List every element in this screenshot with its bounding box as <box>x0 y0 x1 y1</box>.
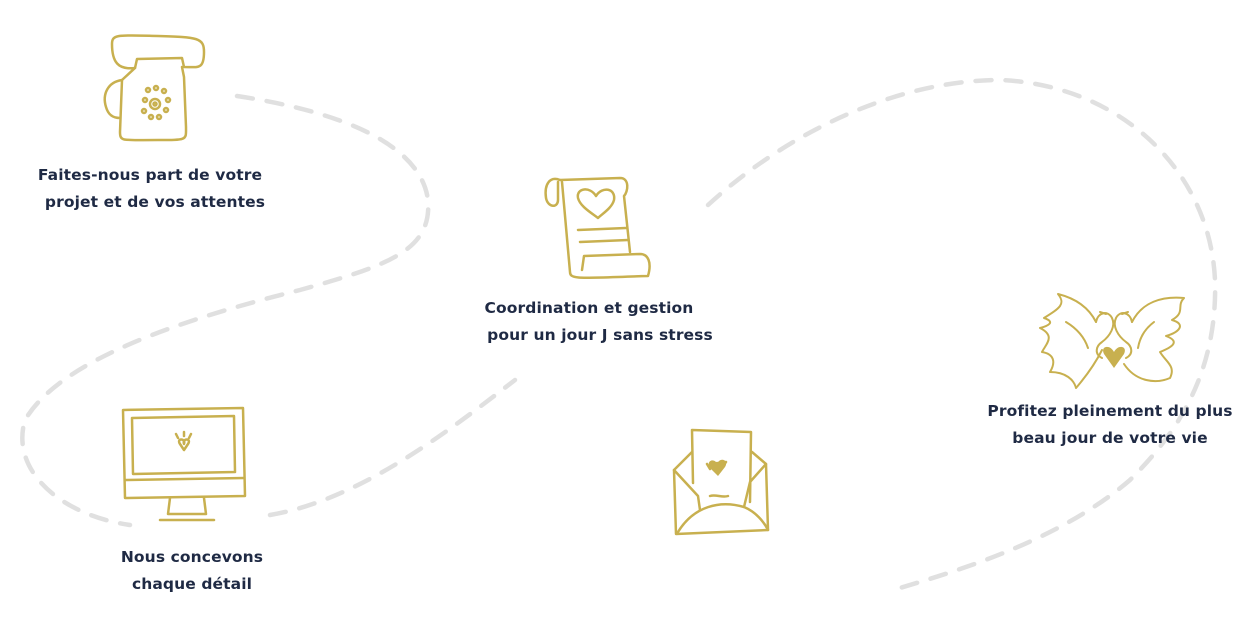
step-5-label: Profitez pleinement du plus beau jour de… <box>985 398 1235 452</box>
envelope-icon <box>672 428 770 536</box>
step-1-line-2: projet et de vos attentes <box>44 193 266 211</box>
step-3-line-1: Coordination et gestion <box>484 299 694 317</box>
step-2-line-1: Nous concevons <box>120 548 264 566</box>
step-2-label: Nous concevons chaque détail <box>92 544 292 598</box>
step-1-line-1: Faites-nous part de votre <box>37 166 263 184</box>
step-5-line-1: Profitez pleinement du plus <box>987 402 1233 420</box>
doves-icon <box>1039 293 1185 389</box>
step-3-label: Coordination et gestion pour un jour J s… <box>480 295 720 349</box>
step-1-label: Faites-nous part de votre projet et de v… <box>30 162 270 216</box>
telephone-icon <box>103 34 206 142</box>
step-5-line-2: beau jour de votre vie <box>1012 429 1208 447</box>
step-3-line-2: pour un jour J sans stress <box>487 326 713 344</box>
step-2-line-2: chaque détail <box>131 575 253 593</box>
scroll-icon <box>544 176 651 280</box>
monitor-icon <box>121 406 247 522</box>
